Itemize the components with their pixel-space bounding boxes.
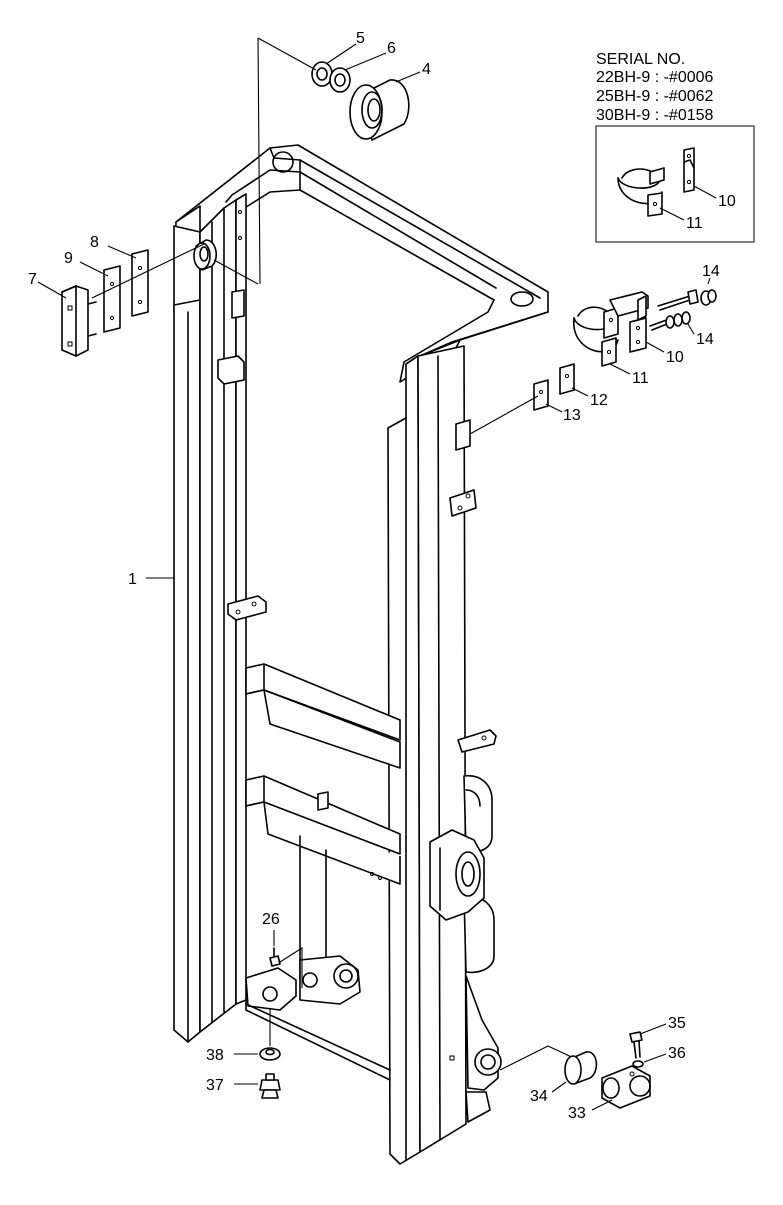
part-8 [131, 249, 149, 317]
callout-36: 36 [668, 1045, 686, 1062]
inset-bracket [683, 147, 695, 193]
serial-number-note: SERIAL NO. 22BH-9 : -#0006 25BH-9 : -#00… [595, 51, 755, 243]
washer-38 [259, 1047, 281, 1061]
callout-1: 1 [128, 571, 137, 588]
callout-8: 8 [90, 234, 99, 251]
pin-33 [601, 1065, 651, 1109]
serial-detail-frame [595, 125, 755, 243]
part-7 [61, 285, 89, 357]
plate-12 [559, 363, 575, 395]
callout-14-bottom: 14 [696, 331, 714, 348]
shim-6 [329, 67, 351, 93]
callout-9: 9 [64, 250, 73, 267]
callout-6: 6 [387, 40, 396, 57]
callout-34: 34 [530, 1088, 548, 1105]
callout-4: 4 [422, 61, 431, 78]
bolt-35 [629, 1031, 643, 1059]
callout-14-top: 14 [702, 263, 720, 280]
serial-line-2: 25BH-9 : -#0062 [596, 88, 714, 105]
callout-11: 11 [632, 370, 649, 387]
side-roller-parts [61, 249, 149, 357]
callout-5: 5 [356, 30, 365, 47]
grease-fitting-26 [269, 947, 281, 967]
callout-13: 13 [563, 407, 581, 424]
serial-heading: SERIAL NO. [596, 51, 685, 68]
callout-10: 10 [666, 349, 684, 366]
nut-37 [259, 1073, 281, 1099]
callout-7: 7 [28, 271, 37, 288]
callout-10-inset: 10 [718, 193, 736, 210]
lower-cross-members [245, 663, 401, 1081]
callout-12: 12 [590, 392, 608, 409]
shim-5 [311, 61, 333, 87]
serial-line-1: 22BH-9 : -#0006 [596, 69, 714, 86]
bracket-10 [629, 317, 647, 353]
callout-35: 35 [668, 1015, 686, 1032]
outer-mast-frame [173, 144, 549, 1165]
callout-11-inset: 11 [686, 215, 703, 232]
part-9 [103, 265, 121, 333]
roller-bearing-assembly [311, 61, 410, 141]
washer-36 [632, 1060, 644, 1068]
inset-clamp [617, 167, 665, 217]
roller-shaft [193, 239, 218, 271]
callout-26: 26 [262, 911, 280, 928]
callout-38: 38 [206, 1047, 224, 1064]
callout-33: 33 [568, 1105, 586, 1122]
callout-37: 37 [206, 1077, 224, 1094]
serial-line-3: 30BH-9 : -#0158 [596, 107, 714, 124]
bushing-34 [564, 1051, 598, 1085]
plate-13 [533, 379, 549, 411]
hose-clamp-group [533, 289, 717, 411]
